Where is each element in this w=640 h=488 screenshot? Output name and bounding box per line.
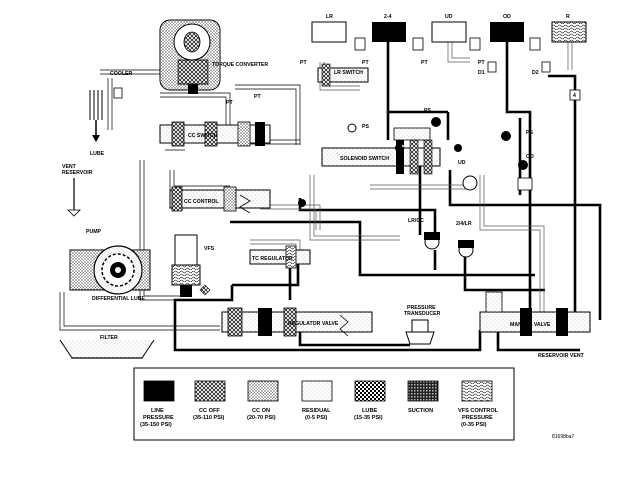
solenoid-od-label: OD [503, 14, 511, 20]
tc-regulator [249, 245, 311, 269]
od-label: OD [526, 154, 534, 160]
ps-label-2: PS [362, 124, 369, 130]
vent-reservoir [67, 178, 81, 217]
pressure-transducer [405, 319, 435, 345]
line-pressure-circuit [173, 42, 602, 352]
torque-converter-label: TORQUE CONVERTER [212, 62, 268, 68]
pt-label-24: PT [362, 60, 369, 66]
solenoid-ud-label: UD [445, 14, 453, 20]
legend-swatch-vfs [461, 380, 493, 402]
manual-valve-label: MANUAL VALVE [510, 322, 551, 328]
lube-label: LUBE [90, 151, 105, 157]
manual-valve [479, 291, 591, 336]
pt-label-lr: PT [300, 60, 307, 66]
cc-off-circuit [59, 69, 301, 331]
tc-regulator-label: TC REGULATOR [252, 256, 293, 262]
legend-swatch-residual [301, 380, 333, 402]
legend-label-cc-on: CC ON(20-70 PSI) [247, 408, 276, 421]
d2-label: D2 [532, 70, 539, 76]
cc-control-label: CC CONTROL [184, 199, 219, 205]
reservoir-vent-label: RESERVOIR VENT [538, 353, 585, 359]
top-solenoids [311, 21, 587, 51]
legend-swatch-cc-off [194, 380, 226, 402]
legend-label-residual: RESIDUAL(0-5 PSI) [302, 408, 331, 421]
ud-label: UD [458, 160, 466, 166]
differential-lube-label: DIFFERENTIAL LUBE [92, 296, 145, 302]
legend-swatch-cc-on [247, 380, 279, 402]
solenoid-lr-label: LR [326, 14, 333, 20]
figure-code: 81698ba7 [552, 434, 574, 440]
circled-numbers [298, 89, 581, 207]
cc-switch-label: CC SWITCH [188, 133, 218, 139]
pt-label-cc2: PT [254, 94, 261, 100]
pump-label: PUMP [86, 229, 102, 235]
pt-label-cc1: PT [226, 100, 233, 106]
ps-label-1: PS [424, 108, 431, 114]
lr-switch-valve [317, 63, 369, 87]
regulator-valve [221, 307, 373, 337]
24-lr-label: 2/4/LR [456, 221, 472, 227]
vfs-solenoid [171, 234, 211, 297]
solenoid-r-label: R [566, 14, 570, 20]
legend-label-cc-off: CC OFF(35-110 PSI) [193, 408, 225, 421]
lr-cc-label: LR/CC [408, 218, 424, 224]
solenoid-switch-valve [321, 127, 441, 175]
legend-label-suction: SUCTION [408, 408, 433, 414]
circle-4-label: 4 [573, 93, 576, 99]
ps-label-3: PS [526, 130, 533, 136]
cc-control-valve [169, 186, 271, 214]
filter-label: FILTER [100, 335, 118, 341]
pump [69, 245, 151, 295]
cc-switch-valve [159, 121, 271, 147]
torque-converter [159, 19, 221, 94]
regulator-valve-label: REGULATOR VALVE [288, 321, 339, 327]
lr-switch-label: LR SWITCH [334, 70, 363, 76]
legend-swatch-line-pressure [143, 380, 175, 402]
pressure-switches [347, 61, 551, 258]
solenoid-switch-label: SOLENOID SWITCH [340, 156, 389, 162]
legend-label-lube: LUBE(15-35 PSI) [354, 408, 383, 421]
d1-label: D1 [478, 70, 485, 76]
pt-label-od: PT [478, 60, 485, 66]
vfs-label: VFS [204, 246, 215, 252]
legend-swatch-lube [354, 380, 386, 402]
filter [59, 339, 155, 359]
pt-label-ud: PT [421, 60, 428, 66]
cooler-label: COOLER [110, 71, 132, 77]
cooler [89, 87, 123, 142]
residual-circuit [250, 40, 573, 320]
solenoid-2-4-label: 2-4 [384, 14, 392, 20]
legend-swatch-suction [407, 380, 439, 402]
